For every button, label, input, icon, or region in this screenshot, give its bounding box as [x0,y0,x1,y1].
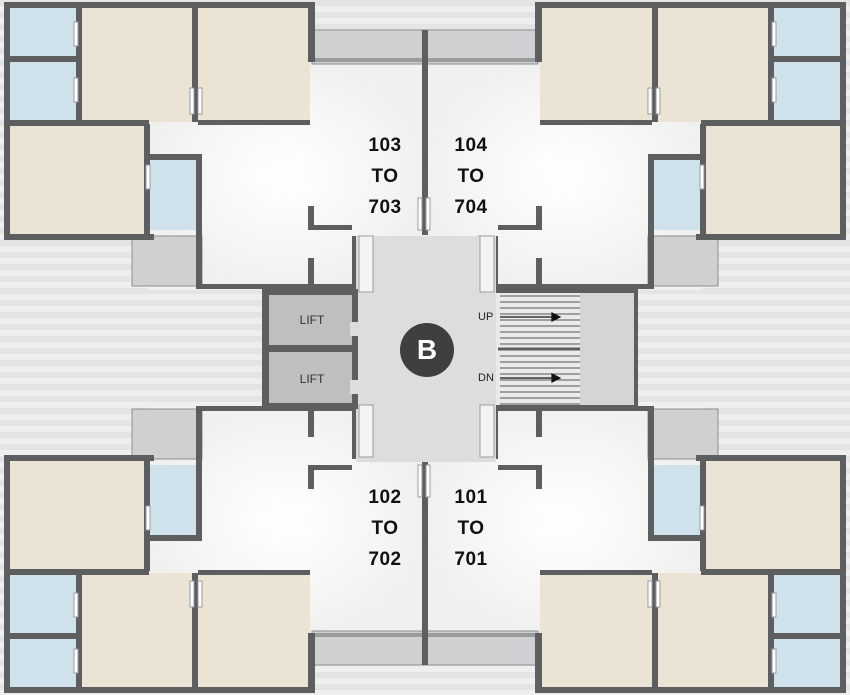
unit-label-bottom-right: 101 TO 701 [441,482,501,575]
apartment-quadrant [4,2,433,291]
utility-balcony [131,235,203,287]
core [262,235,638,462]
unit-label-top-right: 104 TO 704 [441,130,501,223]
lift-car [269,295,352,345]
unit-range-word: TO [457,166,485,187]
unit-number-from: 104 [454,135,488,156]
unit-range-word: TO [371,166,399,187]
unit-number-from: 102 [368,487,402,508]
bedroom [80,6,193,122]
unit-number-to: 704 [454,197,488,218]
stair-up-label: UP [478,311,494,323]
bathroom [8,62,78,120]
unit-number-to: 702 [368,549,402,570]
unit-label-top-left: 103 TO 703 [355,130,415,223]
lift-label: LIFT [299,372,325,386]
unit-range-word: TO [371,518,399,539]
unit-number-to: 701 [454,549,488,570]
bedroom [197,6,310,122]
stair-landing [580,293,634,405]
wing-badge: B [400,323,454,377]
stair-treads [500,295,580,345]
bathroom [8,6,78,58]
lift-label: LIFT [299,313,325,327]
unit-number-from: 103 [368,135,402,156]
unit-number-from: 101 [454,487,488,508]
unit-range-word: TO [457,518,485,539]
unit-number-to: 703 [368,197,402,218]
lift-car [269,352,352,403]
stair-down-label: DN [478,372,494,384]
stair-arrows [500,312,562,383]
bedroom [8,124,148,235]
bathroom [150,160,198,230]
unit-label-bottom-left: 102 TO 702 [355,482,415,575]
